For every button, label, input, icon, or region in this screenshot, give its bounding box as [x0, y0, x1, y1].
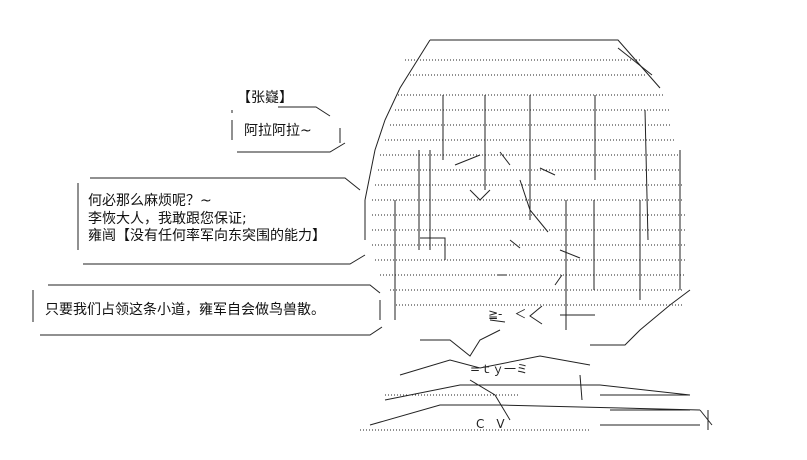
speech-bubble-3: [32, 284, 383, 336]
speech-bubble-2-text: 何必那么麻烦呢？~ 李恢大人，我敢跟您保证; 雍闿【没有任何率军向东突围的能力】: [88, 193, 326, 246]
speech-bubble-1: [231, 106, 346, 153]
bubble-line: 雍闿【没有任何率军向东突围的能力】: [88, 228, 326, 244]
speaker-tag: 【张嶷】: [237, 90, 293, 106]
bubble-line: 何必那么麻烦呢？~: [88, 193, 212, 209]
hair-outline: [364, 39, 686, 306]
bottom-art-glyphs: C V: [476, 417, 505, 431]
lower-art-glyphs: =ｔｙ一ミ: [470, 362, 528, 376]
bubble-line: 只要我们占领这条小道，雍军自会做鸟兽散。: [45, 302, 325, 318]
face: [420, 151, 595, 325]
speech-bubble-3-text: 只要我们占领这条小道，雍军自会做鸟兽散。: [45, 302, 325, 320]
hair-strands: [394, 95, 681, 330]
bubble-line: 阿拉阿拉~: [244, 123, 312, 139]
body-clothes: [360, 289, 713, 431]
face-mouth-glyphs: ≧- ＜: [488, 307, 526, 321]
bubble-line: 李恢大人，我敢跟您保证;: [88, 210, 247, 227]
speech-bubble-1-text: 阿拉阿拉~: [244, 123, 312, 141]
speech-bubble-2: [77, 177, 366, 265]
